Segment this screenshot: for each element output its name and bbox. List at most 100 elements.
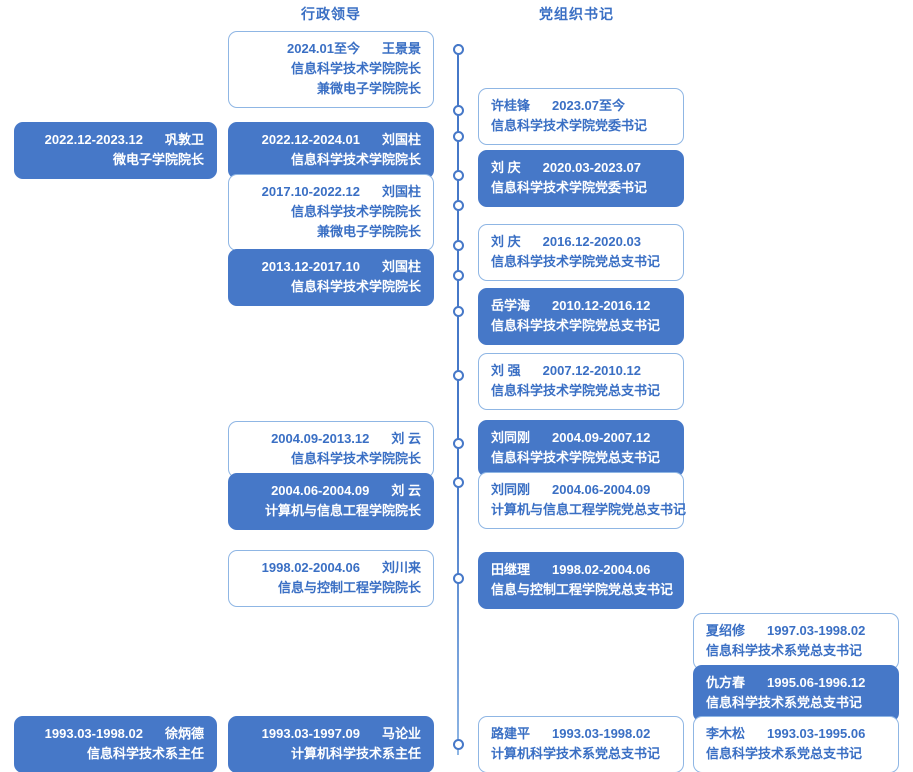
card-line-0: 刘 庆 2020.03-2023.07 xyxy=(491,158,671,178)
card-line-2: 兼微电子学院院长 xyxy=(316,224,421,239)
timeline-card-party-2007-liuqiang[interactable]: 刘 强 2007.12-2010.12 信息科学技术学院党总支书记 xyxy=(478,353,684,410)
card-line-1: 计算机科学技术系主任 xyxy=(290,746,421,761)
card-line-0: 路建平 1993.03-1998.02 xyxy=(491,724,671,744)
card-line-1: 信息科学技术学院党总支书记 xyxy=(491,383,661,398)
card-term: 2004.09-2013.12 xyxy=(271,431,370,446)
axis-dot-0[interactable] xyxy=(452,43,464,55)
card-line-1: 计算机与信息工程学院党总支书记 xyxy=(491,502,687,517)
card-line-1: 计算机科学技术系党总支书记 xyxy=(491,746,661,761)
card-line-1: 信息科学技术学院党委书记 xyxy=(491,180,648,195)
card-term: 2004.09-2007.12 xyxy=(552,430,651,445)
card-line-0: 刘 强 2007.12-2010.12 xyxy=(491,361,671,381)
card-line-0: 1998.02-2004.06 刘川来 xyxy=(241,558,421,578)
card-person-name: 刘 庆 xyxy=(491,160,521,175)
timeline-card-admin-2024-wangjingjing[interactable]: 2024.01至今王景景信息科学技术学院院长兼微电子学院院长 xyxy=(228,31,434,108)
card-person-name: 王景景 xyxy=(381,41,421,56)
card-term: 2022.12-2024.01 xyxy=(261,132,360,147)
card-person-name: 刘 强 xyxy=(491,363,521,378)
axis-dot-10[interactable] xyxy=(452,476,464,488)
card-line-1: 信息科学技术学院院长 xyxy=(290,451,421,466)
axis-dot-6[interactable] xyxy=(452,269,464,281)
timeline-card-party-1993-lujianping[interactable]: 路建平 1993.03-1998.02 计算机科学技术系党总支书记 xyxy=(478,716,684,772)
column-header-0: 行政领导 xyxy=(301,6,361,22)
timeline-card-party-2020-liuqing[interactable]: 刘 庆 2020.03-2023.07 信息科学技术学院党委书记 xyxy=(478,150,684,207)
card-line-1: 信息科学技术学院党总支书记 xyxy=(491,450,661,465)
axis-dot-9[interactable] xyxy=(452,437,464,449)
card-term: 1993.03-1998.02 xyxy=(552,726,651,741)
card-term: 2013.12-2017.10 xyxy=(261,259,360,274)
card-term: 2020.03-2023.07 xyxy=(542,160,641,175)
card-line-1: 信息科学技术学院院长 xyxy=(290,61,421,76)
card-line-1: 信息与控制工程学院院长 xyxy=(277,580,421,595)
card-term: 1993.03-1998.02 xyxy=(44,726,143,741)
timeline-card-admin-1998-liuchuanlai[interactable]: 1998.02-2004.06 刘川来信息与控制工程学院院长 xyxy=(228,550,434,607)
card-line-1: 信息科学技术学院院长 xyxy=(290,152,421,167)
card-term: 2004.06-2004.09 xyxy=(552,482,651,497)
card-person-name: 刘同刚 xyxy=(491,430,531,445)
axis-dot-2[interactable] xyxy=(452,130,464,142)
timeline-card-party-2010-yuexuehai[interactable]: 岳学海 2010.12-2016.12 信息科学技术学院党总支书记 xyxy=(478,288,684,345)
card-term: 2023.07至今 xyxy=(552,98,626,113)
axis-dot-8[interactable] xyxy=(452,369,464,381)
axis-dot-1[interactable] xyxy=(452,104,464,116)
card-line-1: 信息科学技术学院院长 xyxy=(290,204,421,219)
card-line-0: 2024.01至今 王景景 xyxy=(241,39,421,59)
axis-dot-5[interactable] xyxy=(452,239,464,251)
axis-dot-4[interactable] xyxy=(452,199,464,211)
card-person-name: 许桂锋 xyxy=(491,98,531,113)
card-line-0: 许桂锋 2023.07至今 xyxy=(491,96,671,116)
card-person-name: 路建平 xyxy=(491,726,531,741)
axis-dot-3[interactable] xyxy=(452,169,464,181)
card-term: 2007.12-2010.12 xyxy=(542,363,641,378)
card-term: 2017.10-2022.12 xyxy=(261,184,360,199)
card-term: 1998.02-2004.06 xyxy=(261,560,360,575)
card-line-1: 信息科学技术学院院长 xyxy=(290,279,421,294)
card-person-name: 徐炳德 xyxy=(164,726,204,741)
card-person-name: 夏绍修 xyxy=(706,623,746,638)
card-line-1: 信息与控制工程学院党总支书记 xyxy=(491,582,674,597)
axis-dot-11[interactable] xyxy=(452,572,464,584)
card-term: 1995.06-1996.12 xyxy=(767,675,866,690)
card-line-0: 岳学海 2010.12-2016.12 xyxy=(491,296,671,316)
card-person-name: 岳学海 xyxy=(491,298,531,313)
axis-line xyxy=(457,44,459,755)
card-person-name: 刘川来 xyxy=(381,560,421,575)
card-person-name: 田继理 xyxy=(491,562,531,577)
timeline-card-party-2004-liutonggang-a[interactable]: 刘同刚 2004.09-2007.12 信息科学技术学院党总支书记 xyxy=(478,420,684,477)
card-line-1: 信息科学技术系党总支书记 xyxy=(706,746,863,761)
card-line-1: 信息科学技术学院党总支书记 xyxy=(491,318,661,333)
axis-dot-7[interactable] xyxy=(452,305,464,317)
card-person-name: 李木松 xyxy=(706,726,746,741)
card-line-1: 计算机与信息工程学院院长 xyxy=(264,503,421,518)
card-term: 1993.03-1997.09 xyxy=(261,726,360,741)
axis-dot-12[interactable] xyxy=(452,738,464,750)
card-term: 2010.12-2016.12 xyxy=(552,298,651,313)
card-line-0: 刘同刚 2004.09-2007.12 xyxy=(491,428,671,448)
card-term: 2024.01至今 xyxy=(286,41,360,56)
